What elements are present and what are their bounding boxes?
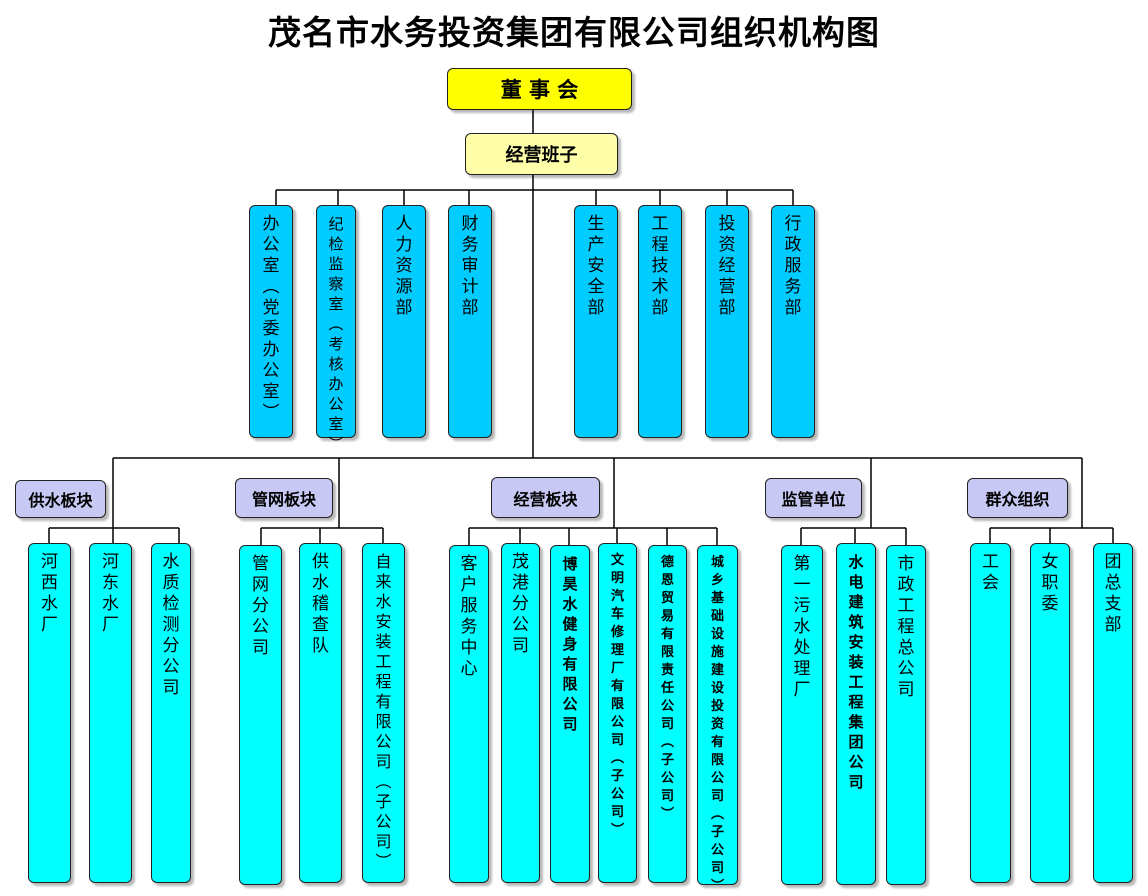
unit-fitness-label: 博 昊 水 健 身 有 限 公 司 [562,555,578,733]
unit-auto-repair-label: 文 明 汽 车 修 理 厂 有 限 公 司 ︵ 子 公 司 ︶ [610,553,624,838]
dept-investment: 投 资 经 营 部 [705,205,749,438]
dept-discipline: 纪 检 监 察 室 ︵ 考 核 办 公 室 ︶ [316,205,356,453]
unit-youth-league-label: 团 总 支 部 [1104,552,1122,635]
unit-hedong-plant-label: 河 东 水 厂 [102,552,119,635]
board-label: 董 事 会 [500,78,579,102]
unit-women-committee-label: 女 职 委 [1041,552,1059,614]
group-supply-label: 供水板块 [28,491,93,510]
dept-finance: 财 务 审 计 部 [448,205,492,438]
management-label: 经营班子 [505,145,578,166]
group-supervised: 监管单位 [765,478,862,518]
unit-water-quality: 水 质 检 测 分 公 司 [151,543,191,883]
unit-hydro-construction: 水 电 建 筑 安 装 工 程 集 团 公 司 [836,543,876,885]
dept-hr: 人 力 资 源 部 [382,205,426,438]
unit-water-quality-label: 水 质 检 测 分 公 司 [162,552,180,698]
dept-investment-label: 投 资 经 营 部 [718,214,736,318]
unit-inspection-team-label: 供 水 稽 查 队 [312,552,329,656]
unit-fitness: 博 昊 水 健 身 有 限 公 司 [550,545,590,883]
dept-safety-label: 生 产 安 全 部 [587,214,605,318]
unit-infrastructure-label: 城 乡 基 础 设 施 建 设 投 资 有 限 公 司 ︵ 子 公 司 ︶ [710,555,724,894]
unit-municipal-engineering: 市 政 工 程 总 公 司 [886,545,926,885]
unit-labor-union: 工 会 [970,543,1011,883]
dept-office-label: 办 公 室 ︵ 党 委 办 公 室 ︶ [262,214,280,423]
unit-hexi-plant: 河 西 水 厂 [28,543,71,883]
unit-labor-union-label: 工 会 [982,552,999,593]
dept-office: 办 公 室 ︵ 党 委 办 公 室 ︶ [249,205,293,438]
unit-trading-label: 德 恩 贸 易 有 限 责 任 公 司 ︵ 子 公 司 ︶ [660,555,674,822]
unit-auto-repair: 文 明 汽 车 修 理 厂 有 限 公 司 ︵ 子 公 司 ︶ [598,543,637,883]
unit-hexi-plant-label: 河 西 水 厂 [41,552,58,635]
unit-infrastructure: 城 乡 基 础 设 施 建 设 投 资 有 限 公 司 ︵ 子 公 司 ︶ [697,545,738,894]
chart-title: 茂名市水务投资集团有限公司组织机构图 [268,13,880,52]
board-box: 董 事 会 [447,68,632,110]
unit-installation: 自 来 水 安 装 工 程 有 限 公 司 ︵ 子 公 司 ︶ [362,543,405,883]
dept-hr-label: 人 力 资 源 部 [395,214,413,318]
dept-engineering-label: 工 程 技 术 部 [651,214,669,318]
unit-women-committee: 女 职 委 [1030,543,1070,883]
unit-pipe-network-label: 管 网 分 公 司 [252,554,269,658]
unit-sewage-plant: 第 一 污 水 处 理 厂 [781,545,823,885]
group-network: 管网板块 [235,478,333,518]
management-box: 经营班子 [465,133,618,175]
unit-maogang-branch: 茂 港 分 公 司 [501,543,540,883]
group-mass: 群众组织 [967,478,1068,518]
unit-inspection-team: 供 水 稽 查 队 [299,543,342,883]
dept-admin-label: 行 政 服 务 部 [784,214,802,318]
unit-pipe-network: 管 网 分 公 司 [239,545,282,885]
group-business: 经营板块 [491,477,600,518]
dept-finance-label: 财 务 审 计 部 [461,214,479,318]
group-business-label: 经营板块 [513,489,578,509]
group-supply: 供水板块 [15,480,106,518]
dept-admin: 行 政 服 务 部 [771,205,815,438]
dept-discipline-label: 纪 检 监 察 室 ︵ 考 核 办 公 室 ︶ [328,215,344,453]
group-supervised-label: 监管单位 [781,490,846,509]
unit-sewage-plant-label: 第 一 污 水 处 理 厂 [793,554,811,700]
unit-maogang-branch-label: 茂 港 分 公 司 [512,552,529,656]
dept-safety: 生 产 安 全 部 [574,205,618,438]
group-mass-label: 群众组织 [985,490,1050,509]
unit-municipal-engineering-label: 市 政 工 程 总 公 司 [897,554,915,700]
unit-trading: 德 恩 贸 易 有 限 责 任 公 司 ︵ 子 公 司 ︶ [648,545,687,883]
unit-customer-service-label: 客 户 服 务 中 心 [460,554,478,679]
unit-installation-label: 自 来 水 安 装 工 程 有 限 公 司 ︵ 子 公 司 ︶ [375,552,392,871]
group-network-label: 管网板块 [251,490,316,509]
unit-hedong-plant: 河 东 水 厂 [89,543,132,883]
unit-customer-service: 客 户 服 务 中 心 [449,545,489,883]
unit-youth-league: 团 总 支 部 [1093,543,1133,883]
dept-engineering: 工 程 技 术 部 [638,205,682,438]
unit-hydro-construction-label: 水 电 建 筑 安 装 工 程 集 团 公 司 [848,553,864,791]
